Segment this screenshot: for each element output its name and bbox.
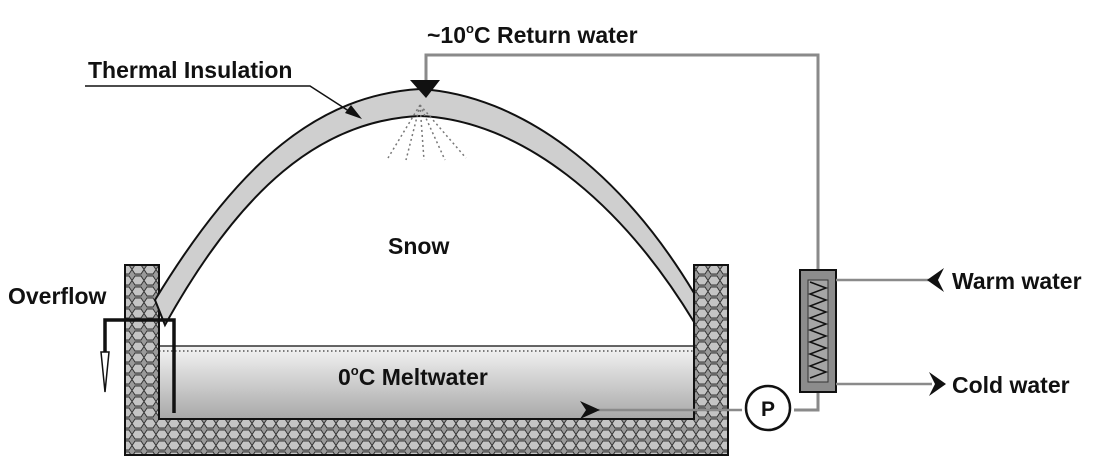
return-nozzle-arrow-icon <box>410 80 440 98</box>
meltwater-pool <box>159 346 694 419</box>
pump-to-exchanger-pipe <box>794 392 820 412</box>
spray-lines <box>387 104 467 161</box>
insulation-leader-line <box>85 85 356 116</box>
overflow-pipe <box>103 318 176 413</box>
heat-exchanger-coil <box>807 281 829 379</box>
overflow-spout-icon <box>100 351 110 393</box>
overflow-label: Overflow <box>8 283 107 309</box>
basin-wall <box>124 264 729 456</box>
cold-water-label: Cold water <box>952 372 1070 398</box>
return-water-pipe <box>424 53 820 270</box>
meltwater-label: 0oC Meltwater <box>338 363 488 390</box>
warm-water-arrow-icon <box>927 268 944 292</box>
thermal-insulation-label: Thermal Insulation <box>88 57 292 83</box>
pool-outlet-arrow-icon <box>580 401 600 419</box>
warm-water-label: Warm water <box>952 268 1082 294</box>
snow-label: Snow <box>388 233 449 259</box>
pump-label: P <box>761 398 775 421</box>
pump-icon <box>744 384 792 432</box>
cold-water-arrow-icon <box>929 372 946 396</box>
insulation-leader-arrow-icon <box>345 105 362 119</box>
thermal-insulation-dome <box>153 87 695 328</box>
return-water-label: ~10oC Return water <box>427 21 638 48</box>
